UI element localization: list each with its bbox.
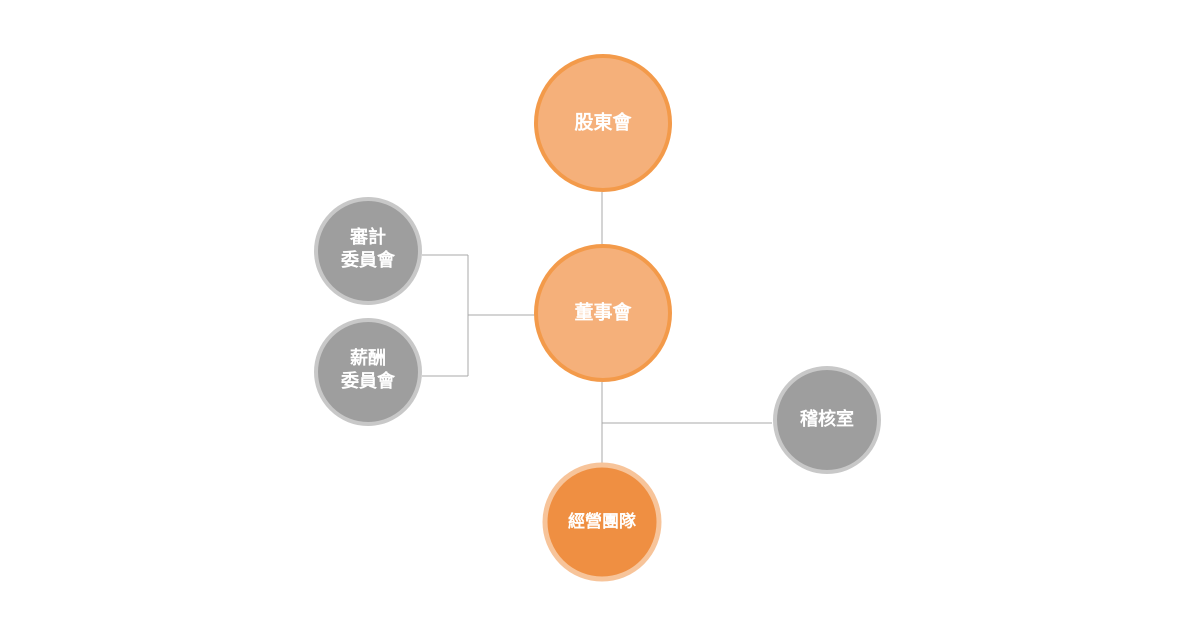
node-internal-audit-circle	[773, 366, 881, 474]
node-internal-audit: 稽核室	[773, 366, 881, 474]
node-board: 董事會	[534, 244, 672, 382]
node-management-team-label: 經營團隊	[568, 511, 637, 532]
node-audit-committee-circle	[314, 197, 422, 305]
node-board-label: 董事會	[574, 301, 632, 324]
node-shareholders: 股東會	[534, 54, 672, 192]
node-management-team-circle	[542, 462, 662, 582]
node-compensation-committee: 薪酬 委員會	[314, 318, 422, 426]
node-audit-committee-label-line1: 審計	[349, 226, 386, 248]
node-audit-committee-label-line2: 委員會	[340, 249, 396, 271]
node-compensation-committee-circle	[314, 318, 422, 426]
connectors	[422, 192, 772, 464]
node-shareholders-circle	[534, 54, 672, 192]
node-internal-audit-label: 稽核室	[800, 408, 854, 430]
node-board-circle	[534, 244, 672, 382]
node-management-team: 經營團隊	[542, 462, 662, 582]
node-compensation-committee-label-line1: 薪酬	[350, 347, 386, 369]
node-audit-committee: 審計 委員會	[314, 197, 422, 305]
node-compensation-committee-label-line2: 委員會	[340, 370, 396, 392]
node-shareholders-label: 股東會	[574, 111, 632, 134]
